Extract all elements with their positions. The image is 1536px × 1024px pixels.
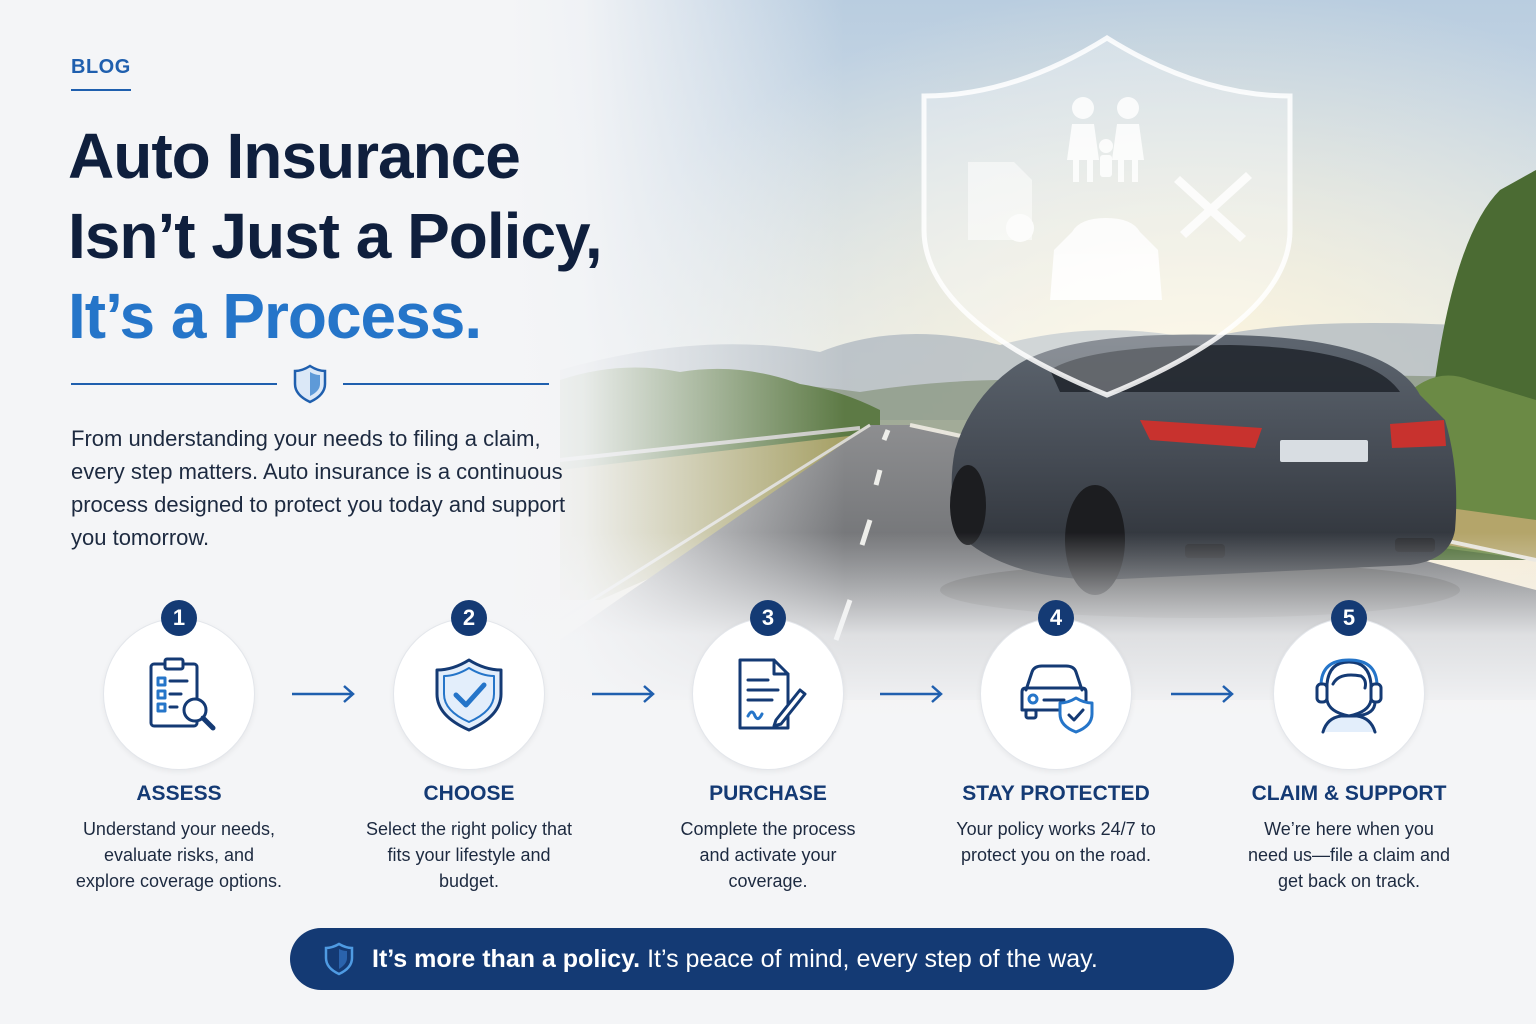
- step-number-badge: 4: [1038, 600, 1074, 636]
- document-sign-icon: [738, 658, 807, 730]
- page-title-line-1: Auto Insurance: [68, 120, 521, 192]
- step-number-badge: 5: [1331, 600, 1367, 636]
- car-shield-icon: [1020, 664, 1094, 734]
- step-icon-circle: [393, 618, 545, 770]
- step-icon-circle: [980, 618, 1132, 770]
- step-description: We’re here when you need us—file a claim…: [1247, 819, 1451, 891]
- shield-check-icon: [435, 658, 503, 732]
- step-description: Select the right policy that fits your l…: [365, 819, 573, 891]
- page-title: Auto Insurance Isn’t Just a Policy, It’s…: [68, 116, 603, 356]
- shield-icon: [324, 942, 354, 976]
- step-number-badge: 1: [161, 600, 197, 636]
- clipboard-search-icon: [149, 657, 216, 731]
- arrow-right-icon: [592, 685, 655, 703]
- step-number-badge: 3: [750, 600, 786, 636]
- arrow-right-icon: [292, 685, 355, 703]
- support-agent-icon: [1315, 658, 1383, 734]
- step-title: ASSESS: [136, 782, 222, 805]
- intro-paragraph: From understanding your needs to filing …: [71, 426, 566, 550]
- step-title: STAY PROTECTED: [962, 782, 1150, 805]
- step-description: Complete the process and activate your c…: [680, 819, 856, 891]
- blog-tag-underline: [71, 89, 131, 91]
- step-description: Understand your needs, evaluate risks, a…: [75, 819, 283, 891]
- divider-line-right: [343, 383, 549, 385]
- step-title: PURCHASE: [709, 782, 827, 805]
- step-icon-circle: [692, 618, 844, 770]
- page-title-line-3: It’s a Process.: [68, 280, 482, 352]
- tagline-banner: It’s more than a policy. It’s peace of m…: [290, 928, 1234, 990]
- banner-text-bold: It’s more than a policy.: [372, 945, 641, 973]
- step-title: CHOOSE: [423, 782, 515, 805]
- arrow-right-icon: [1171, 685, 1234, 703]
- step-title: CLAIM & SUPPORT: [1251, 782, 1447, 805]
- blog-tag[interactable]: BLOG: [71, 56, 131, 78]
- page-title-line-2: Isn’t Just a Policy,: [68, 200, 603, 272]
- shield-icon: [293, 364, 327, 404]
- divider-line-left: [71, 383, 277, 385]
- step-icon-circle: [103, 618, 255, 770]
- banner-text-rest: It’s peace of mind, every step of the wa…: [640, 945, 1098, 973]
- arrow-right-icon: [880, 685, 943, 703]
- step-description: Your policy works 24/7 to protect you on…: [956, 819, 1156, 865]
- banner-text: It’s more than a policy. It’s peace of m…: [372, 928, 1098, 990]
- step-number-badge: 2: [451, 600, 487, 636]
- step-icon-circle: [1273, 618, 1425, 770]
